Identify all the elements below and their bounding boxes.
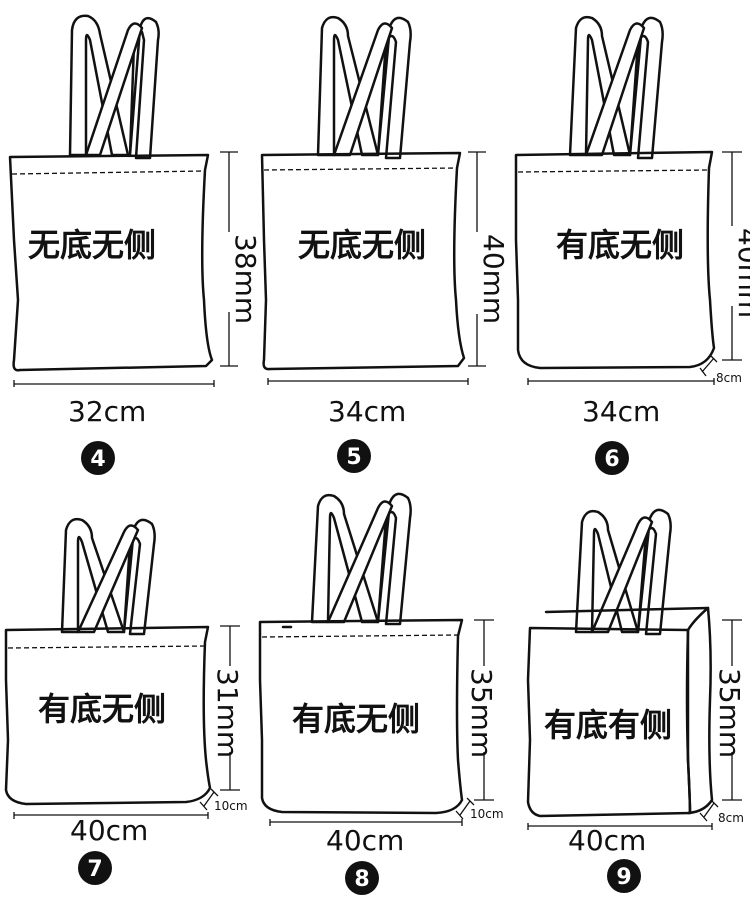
bag-6-width-label: 34cm [582, 395, 660, 428]
bag-6-body [514, 150, 716, 370]
bag-8-height-dimension: 35mm [465, 619, 498, 801]
bag-9-type-label: 有底有侧 [544, 706, 672, 744]
bag-7-height-dimension: 31mm [211, 625, 244, 791]
bag-9-width-line [527, 823, 713, 830]
bag-7: 有底无侧 31mm 10cm 40cm 7 [4, 517, 248, 885]
bag-5: 无底无侧 40mm 34cm 5 [260, 15, 510, 473]
bag-4-width-line [13, 380, 215, 387]
bag-6-height-label: 40mm [732, 228, 750, 318]
bag-8-height-label: 35mm [465, 668, 498, 758]
bag-9-number-badge: 9 [607, 859, 641, 893]
bag-5-handles [316, 15, 412, 160]
bag-8-seam [261, 634, 459, 638]
svg-text:9: 9 [616, 865, 631, 890]
svg-text:6: 6 [604, 447, 619, 472]
bag-8-type-label: 有底无侧 [292, 700, 420, 738]
bag-9-handles [574, 508, 672, 636]
bag-7-type-label: 有底无侧 [38, 690, 166, 728]
bag-9-width-label: 40cm [568, 824, 646, 857]
bag-7-handles [60, 517, 156, 636]
bag-6-seam [517, 169, 711, 173]
bag-7-body [4, 625, 212, 806]
bag-4-handles [68, 14, 160, 160]
bag-9-side-label: 8cm [718, 811, 744, 825]
bag-9-side-tick [699, 799, 719, 822]
bag-8: 有底无侧 35mm 10cm 40cm 8 [258, 492, 504, 895]
bag-9-height-dimension: 35mm [713, 619, 746, 801]
bag-6-type-label: 有底无侧 [556, 226, 684, 264]
bag-5-height-dimension: 40mm [468, 151, 510, 367]
bag-7-seam [7, 645, 207, 649]
bag-9-height-label: 35mm [713, 668, 746, 758]
bag-7-width-line [13, 812, 209, 819]
bag-5-seam [263, 167, 459, 171]
bag-6-number-badge: 6 [595, 441, 629, 475]
bag-4-type-label: 无底无侧 [28, 226, 156, 264]
svg-text:4: 4 [90, 447, 105, 472]
bag-7-height-label: 31mm [211, 668, 244, 758]
bag-4-height-dimension: 38mm [220, 151, 262, 367]
bag-6-side-label: 8cm [716, 371, 742, 385]
bag-8-side-label: 10cm [470, 807, 504, 821]
bag-4-seam [11, 170, 207, 175]
bag-9: 有底有侧 35mm 8cm 40cm 9 [526, 508, 746, 893]
bag-5-type-label: 无底无侧 [298, 226, 426, 264]
bag-8-number-badge: 8 [345, 861, 379, 895]
svg-text:5: 5 [346, 445, 361, 470]
bag-4: 无底无侧 38mm 32cm 4 [8, 14, 262, 475]
bag-7-side-label: 10cm [214, 799, 248, 813]
bag-7-side-tick [199, 788, 219, 811]
bag-5-width-label: 34cm [328, 395, 406, 428]
bag-4-number-badge: 4 [81, 441, 115, 475]
svg-text:8: 8 [354, 867, 369, 892]
bag-4-body [8, 153, 214, 372]
bag-4-height-label: 38mm [229, 234, 262, 324]
bag-8-width-label: 40cm [326, 824, 404, 857]
bag-4-width-label: 32cm [68, 395, 146, 428]
bag-6-handles [568, 15, 664, 160]
bag-8-width-line [269, 819, 463, 826]
bag-7-number-badge: 7 [78, 851, 112, 885]
bag-6-side-tick [699, 354, 718, 377]
bag-8-side-tick [455, 797, 475, 820]
bag-9-body [526, 626, 692, 818]
bag-6-width-line [527, 378, 715, 385]
bag-8-handles [310, 492, 412, 626]
svg-text:7: 7 [87, 857, 102, 882]
bag-5-number-badge: 5 [337, 439, 371, 473]
bag-6: 有底无侧 40mm 8cm 34cm 6 [514, 15, 750, 475]
bag-5-body [260, 151, 466, 371]
bag-7-width-label: 40cm [70, 814, 148, 847]
bag-6-height-dimension: 40mm [722, 151, 750, 361]
bag-5-height-label: 40mm [477, 234, 510, 324]
bag-5-width-line [267, 378, 469, 385]
bag-9-back-panel [544, 606, 714, 815]
bag-8-body [258, 618, 464, 815]
